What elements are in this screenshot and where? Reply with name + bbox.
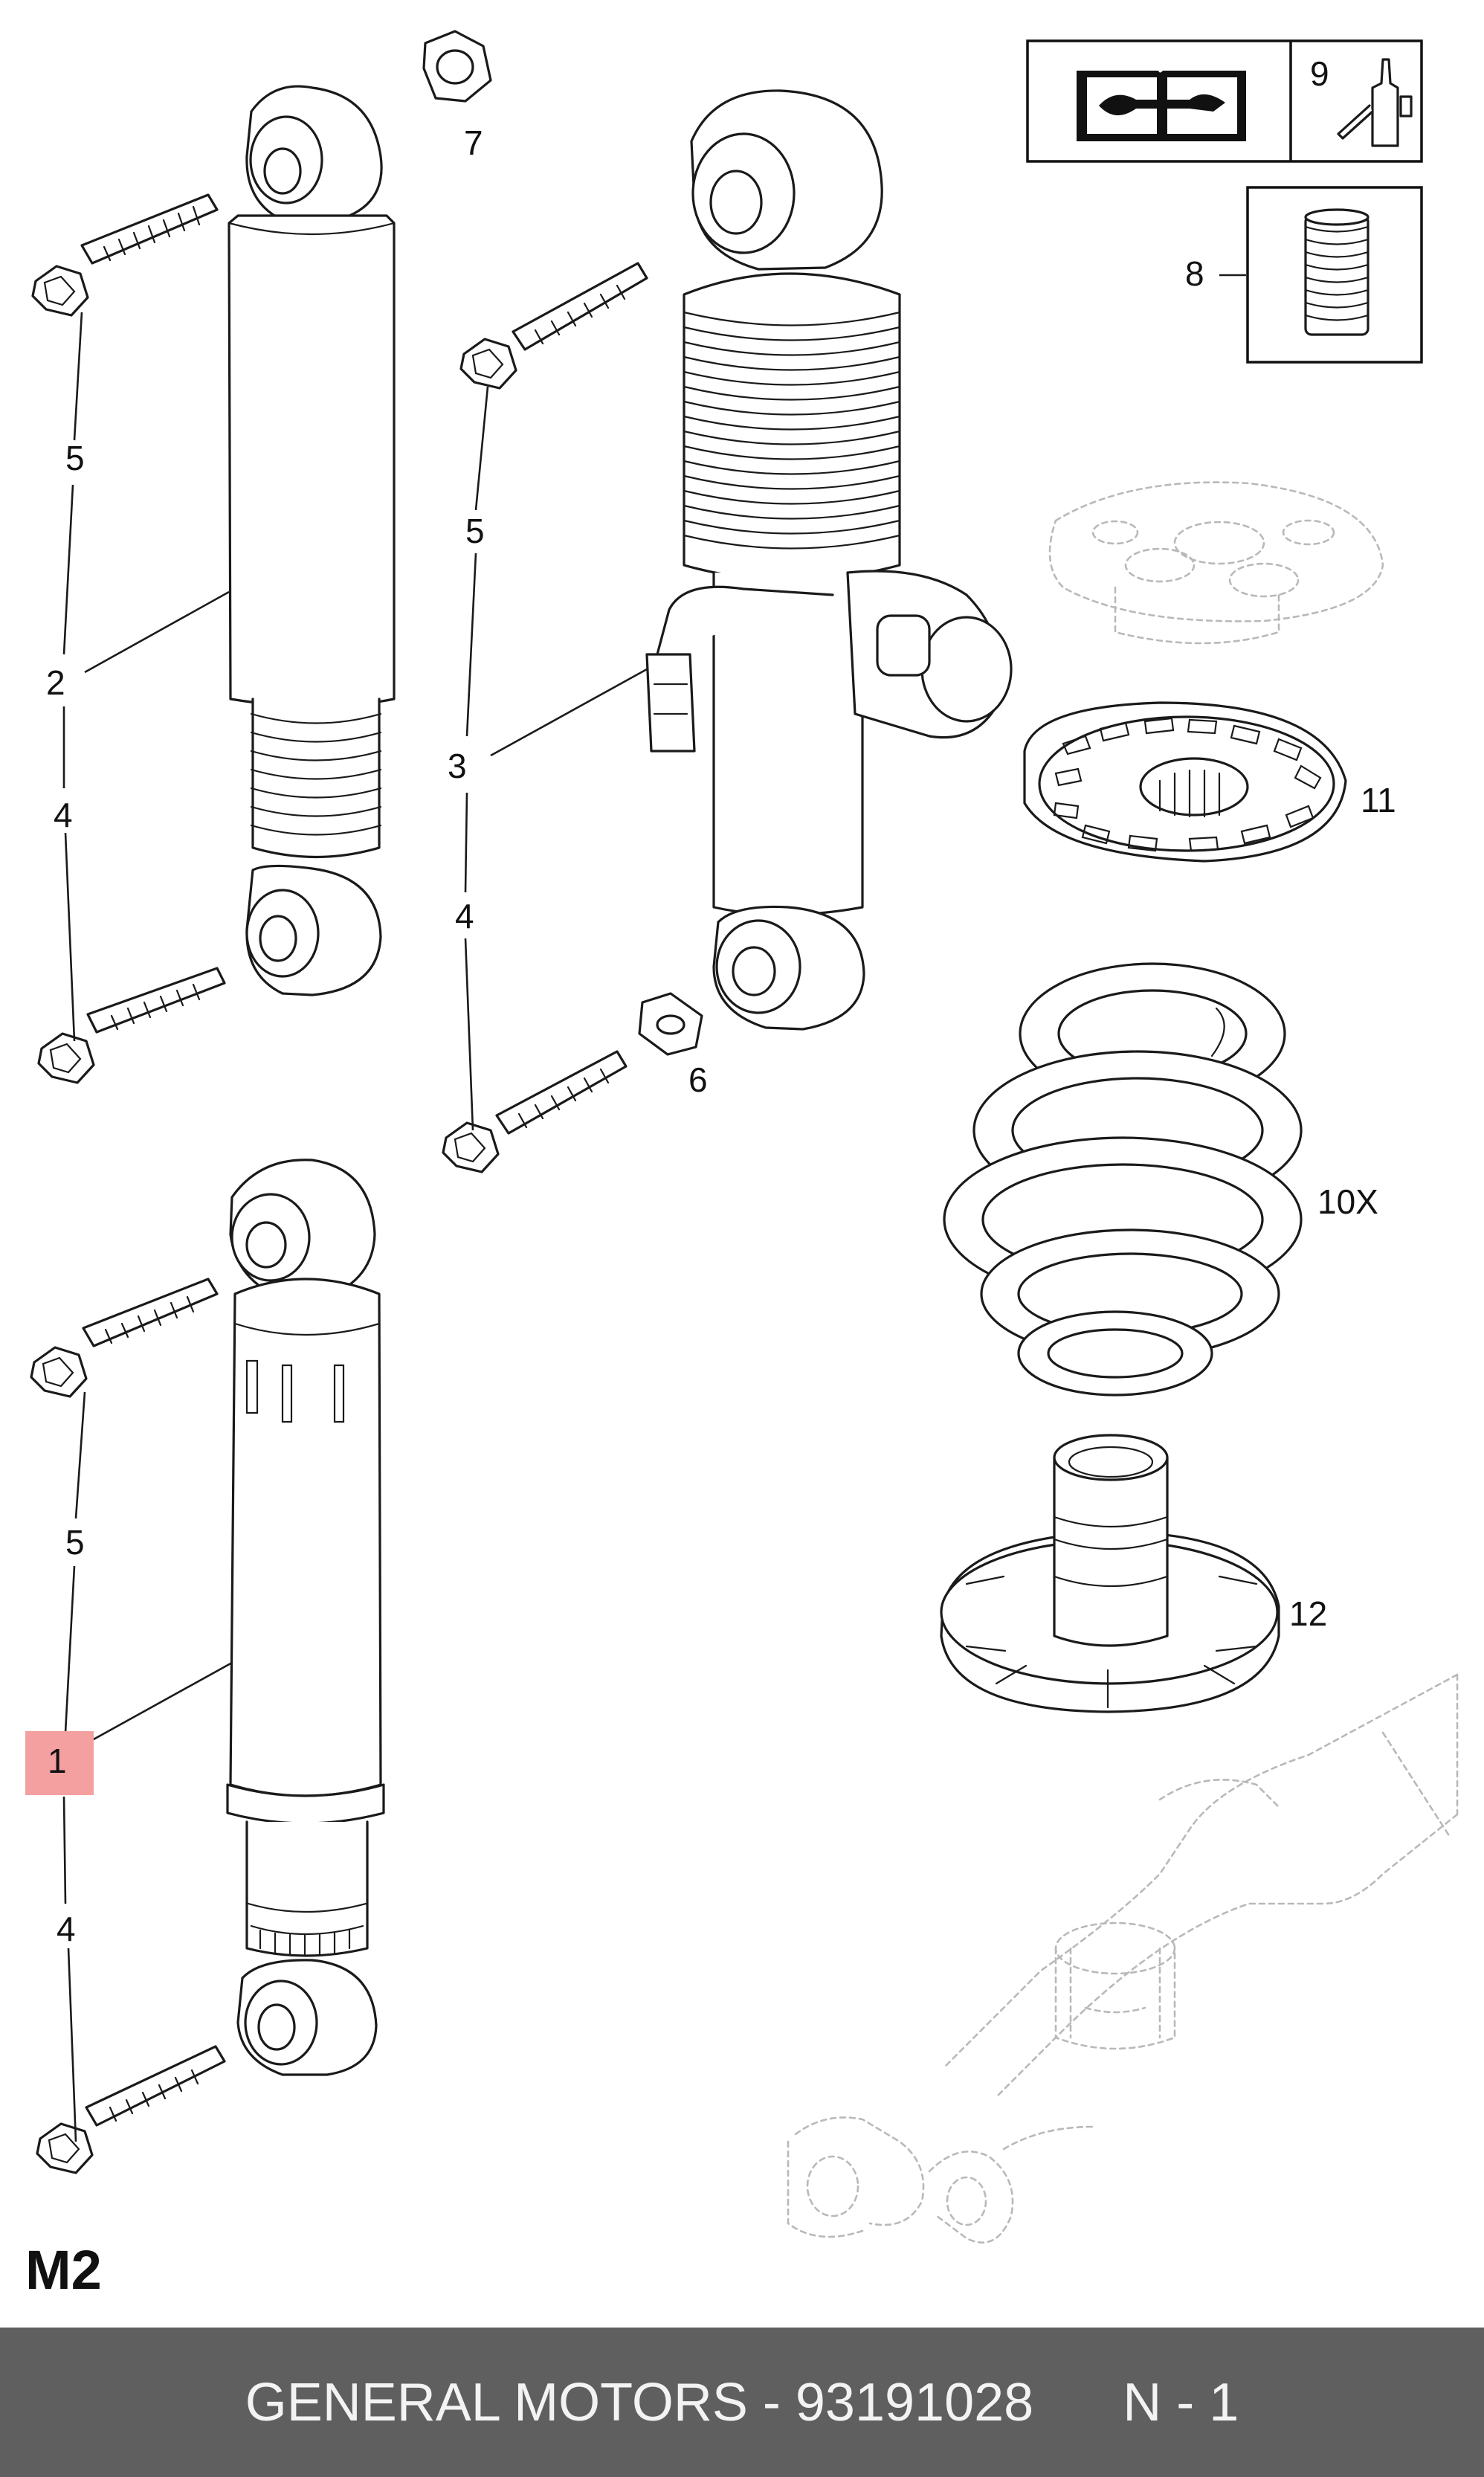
spring-sleeve-box	[1246, 186, 1423, 364]
bolt-4-center	[442, 1050, 628, 1173]
parts-diagram: 9 8 7	[25, 30, 1459, 2244]
footer-part-number: 93191028	[795, 2372, 1034, 2432]
callout-5-bottom-left: 5	[65, 1523, 85, 1562]
bolt-5-top-left	[31, 193, 219, 317]
bolt-4-bottom-left	[36, 2045, 226, 2174]
shock-absorber-1	[226, 1159, 385, 2076]
footer-bar: GENERAL MOTORS - 93191028 N - 1	[0, 2328, 1484, 2477]
callout-2: 2	[46, 663, 65, 702]
callout-5-top-left: 5	[65, 439, 85, 477]
callout-1-highlight	[25, 1731, 94, 1795]
repair-manual-icon	[1077, 71, 1246, 141]
callout-4-bottom-left: 4	[57, 1910, 76, 1948]
callout-1: 1	[48, 1742, 67, 1780]
callout-4-center: 4	[455, 897, 474, 935]
callout-7: 7	[464, 123, 483, 162]
spring-insulator-11	[1023, 701, 1347, 863]
callout-11: 11	[1361, 781, 1396, 819]
footer-brand: GENERAL MOTORS	[245, 2372, 748, 2432]
washer-6	[638, 992, 703, 1056]
spring-sleeve-icon	[1304, 208, 1370, 336]
nut-7	[422, 30, 492, 103]
page-code: M2	[25, 2239, 102, 2301]
footer-separator: -	[762, 2372, 781, 2432]
bolt-5-bottom-left	[30, 1278, 219, 1398]
lower-spring-seat-12	[940, 1434, 1280, 1713]
sealant-bottle-icon	[1337, 58, 1413, 147]
bolt-5-center	[459, 262, 648, 390]
rear-axle-ghost	[787, 1673, 1459, 2244]
footer-sheet: N - 1	[1123, 2372, 1239, 2432]
air-shock-absorber-3	[645, 89, 1013, 1031]
callout-6: 6	[688, 1060, 708, 1099]
info-box: 9	[1026, 39, 1423, 163]
shock-absorber-2	[228, 85, 396, 996]
callout-5-center: 5	[465, 512, 485, 550]
coil-spring-10x	[943, 962, 1303, 1397]
bolt-4-mid-left	[37, 967, 226, 1084]
callout-8: 8	[1185, 254, 1204, 293]
upper-mount-ghost	[1048, 481, 1384, 645]
callout-4-top-left: 4	[54, 796, 73, 834]
callout-10x: 10X	[1317, 1182, 1378, 1221]
callout-3: 3	[448, 747, 467, 785]
callout-12: 12	[1289, 1594, 1327, 1633]
callout-9: 9	[1310, 54, 1329, 93]
